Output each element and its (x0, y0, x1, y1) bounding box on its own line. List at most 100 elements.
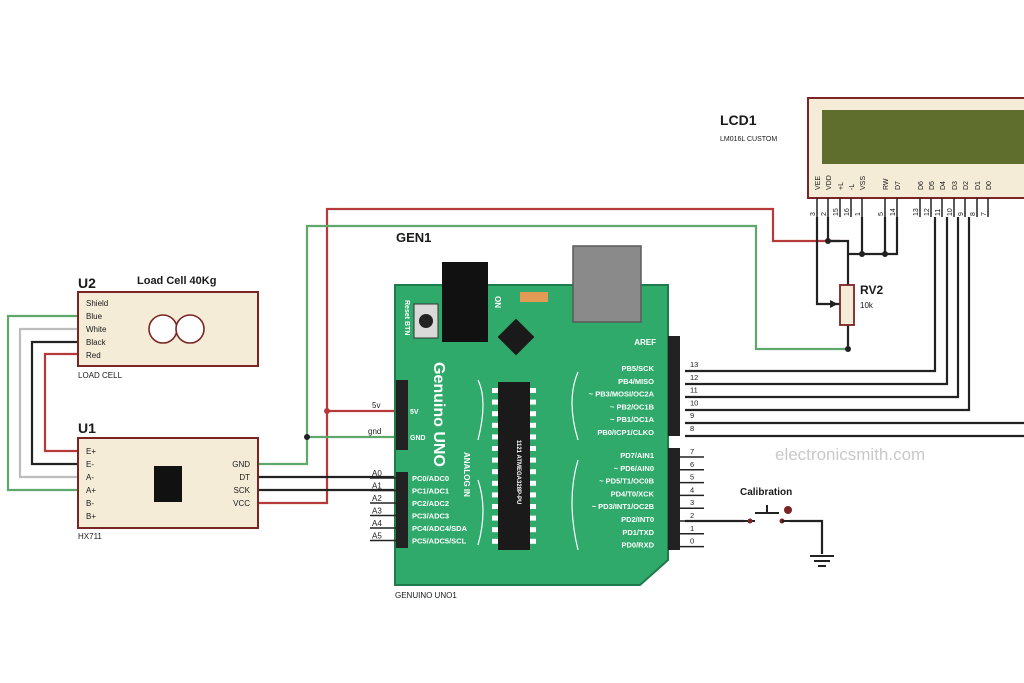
chip-pin (530, 504, 536, 509)
chip-pin (492, 399, 498, 405)
lcd-model: LM016L CUSTOM (720, 136, 777, 143)
pot-body (839, 284, 855, 326)
lcd-pin-name: D3 (952, 181, 959, 190)
wire-lcd-gnd (860, 217, 887, 256)
lcd-pins: VEE3VDD2+L15-L16VSS1RW5D714D613D512D411D… (810, 175, 993, 217)
hx711-pin: GND (232, 460, 250, 469)
wire-lc-black (30, 340, 80, 466)
digital-pin-number: 10 (690, 398, 698, 407)
lcd-pin-name: D6 (918, 181, 925, 190)
analog-pin-number: A2 (372, 494, 382, 503)
chip-pin (492, 469, 498, 475)
hx711-chip-icon (154, 466, 182, 502)
lcd-pin-number: 11 (935, 209, 942, 216)
lcd-pin-name: D4 (940, 181, 947, 190)
digital-pin-name: ~ PB1/OC1A (610, 415, 655, 424)
wire-lcd-vdd (826, 217, 850, 285)
lcd-pin-name: D1 (975, 181, 982, 190)
analog-pin-name: PC5/ADC5/SCL (412, 537, 467, 546)
digital-pin-name: ~ PB3/MOSI/OC2A (589, 390, 655, 399)
digital-pin-name: ~ PD6/AIN0 (614, 464, 654, 473)
potentiometer: RV2 10k (830, 283, 883, 326)
on-label: ON (493, 296, 502, 308)
digital-pin-number: 5 (690, 473, 694, 482)
chip-pin (530, 457, 536, 463)
atmega-chip-pins (492, 388, 536, 544)
digital-pin-name: PD1/TXD (622, 528, 654, 537)
chip-pin (492, 422, 498, 428)
chip-pin (530, 527, 536, 533)
chip-pin (530, 515, 536, 521)
analog-header (396, 472, 408, 548)
hx711-pin: E- (86, 460, 94, 469)
hx711-pin: A+ (86, 486, 96, 495)
wire-d12 (685, 217, 949, 386)
digital-pin-name: PD0/RXD (621, 541, 654, 550)
lcd-pin-name: D7 (895, 181, 902, 190)
digital-pin-name: PD7/AIN1 (620, 451, 654, 460)
chip-pin (530, 422, 536, 428)
hx711-ref: U1 (78, 420, 96, 436)
lcd-pin-name: +L (838, 182, 845, 190)
hx711-pin: SCK (234, 486, 251, 495)
lcd-pin-name: VDD (826, 175, 833, 190)
lcd-pin-name: -L (849, 184, 856, 190)
button-label: Calibration (740, 487, 792, 498)
digital-pin-name: PD4/T0/XCK (611, 489, 655, 498)
hx711-module: U1 E+ E- A- A+ B- B+ GND DT SCK VCC HX71… (77, 420, 259, 541)
lcd-pin-number: 7 (981, 212, 988, 216)
chip-pin (492, 480, 498, 486)
load-cell-pin: Blue (86, 312, 103, 321)
chip-pin (492, 538, 498, 544)
wire-lc-blue (6, 314, 80, 492)
lcd-pin-name: D0 (986, 181, 993, 190)
power-pin-inner: GND (410, 435, 426, 442)
analog-pin-name: PC0/ADC0 (412, 474, 449, 483)
aref-label: AREF (634, 338, 656, 347)
arduino-board: GEN1 Reset BTN ON Genuino UNO ANALOG IN … (368, 230, 704, 600)
chip-pin (530, 469, 536, 475)
load-cell-title: Load Cell 40Kg (137, 275, 216, 287)
digital-pin-number: 6 (690, 460, 694, 469)
power-header (396, 380, 408, 450)
load-cell-pin: Red (86, 351, 101, 360)
atmega-chip-icon (498, 382, 530, 550)
digital-pin-number: 8 (690, 424, 694, 433)
digital-pin-number: 11 (690, 386, 698, 395)
usb-port-icon (572, 245, 642, 323)
wire-lc-white (18, 327, 80, 479)
arduino-caption: GENUINO UNO1 (395, 591, 457, 600)
analog-pin-number: A5 (372, 532, 382, 541)
chip-pin (492, 434, 498, 440)
chip-pin (530, 538, 536, 544)
hx711-pin: DT (239, 473, 250, 482)
hx711-pin: B+ (86, 512, 96, 521)
digital-pin-name: PB5/SCK (621, 364, 654, 373)
wires (6, 207, 1024, 554)
pot-wiper-icon (830, 300, 838, 308)
analog-pin-number: A3 (372, 507, 382, 516)
load-cell-module: U2 Load Cell 40Kg Shield Blue White Blac… (77, 275, 259, 380)
lcd-pin-number: 14 (890, 208, 897, 216)
digital-pin-number: 13 (690, 360, 698, 369)
chip-pin (530, 480, 536, 486)
chip-pin (530, 399, 536, 405)
digital-pin-number: 9 (690, 411, 694, 420)
lcd-pin-name: D2 (963, 181, 970, 190)
analog-pin-number: A4 (372, 519, 382, 528)
calibration-button: Calibration (740, 487, 834, 567)
digital-pin-name: PB4/MISO (618, 377, 654, 386)
chip-pin (530, 434, 536, 440)
watermark: electronicsmith.com (775, 445, 925, 464)
dc-jack-icon (442, 262, 488, 342)
load-cell-pin: Shield (86, 299, 108, 308)
wire-d13 (685, 217, 937, 373)
digital-pin-number: 3 (690, 498, 694, 507)
lcd-pin-name: VSS (860, 176, 867, 190)
analog-pin-name: PC4/ADC4/SDA (412, 524, 468, 533)
wire-lcd-vee (815, 217, 840, 306)
digital-pin-name: PD2/INT0 (621, 515, 654, 524)
wire-d11 (685, 217, 960, 399)
